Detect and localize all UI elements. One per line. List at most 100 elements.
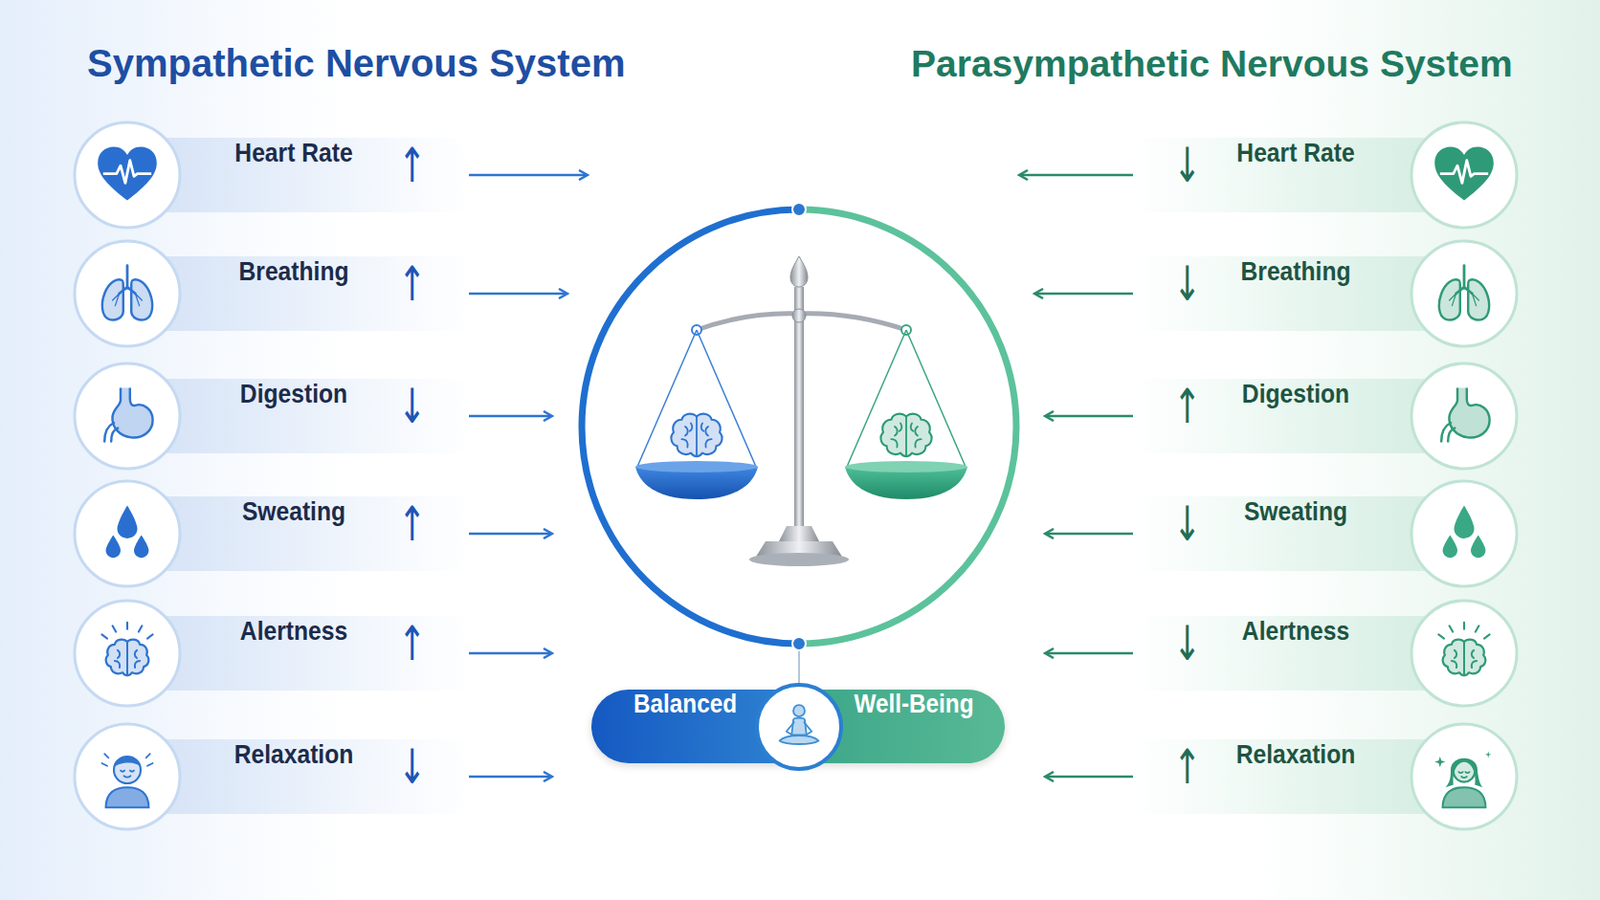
icon-circle xyxy=(1411,724,1517,830)
effect-label: Breathing xyxy=(1211,256,1380,332)
effect-row: ↑Digestion xyxy=(1129,378,1445,454)
leader-line xyxy=(798,650,800,690)
heart-icon xyxy=(97,147,157,201)
effect-row: Alertness ↑ xyxy=(164,616,471,691)
lungs-icon xyxy=(1439,266,1489,321)
balance-ring xyxy=(581,209,800,645)
icon-circle xyxy=(1411,241,1517,347)
icon-circle xyxy=(1411,600,1517,707)
scale-finial xyxy=(790,256,808,288)
effect-label: Sweating xyxy=(213,496,374,572)
sweat-icon xyxy=(106,506,150,559)
scale-pan-rim xyxy=(844,461,968,473)
icon-circle xyxy=(74,481,180,587)
scale-pivot xyxy=(792,309,806,323)
alert-brain-icon xyxy=(1438,622,1489,676)
direction-arrow: ↑ xyxy=(398,256,425,332)
person-icon xyxy=(1434,751,1492,808)
effect-row: Breathing ↑ xyxy=(164,256,471,332)
direction-arrow: ↑ xyxy=(398,616,425,691)
pointer-arrow xyxy=(468,292,567,296)
scale-string xyxy=(846,330,966,467)
effect-label: Sweating xyxy=(1211,496,1380,572)
effect-row: ↑Relaxation xyxy=(1129,739,1445,815)
effect-row: ↓Alertness xyxy=(1129,616,1445,691)
icon-circle xyxy=(74,363,180,469)
direction-arrow: ↑ xyxy=(1173,378,1200,454)
icon-circle xyxy=(1411,122,1517,228)
stomach-icon xyxy=(1441,388,1489,443)
person-icon xyxy=(101,754,153,808)
effect-label: Alertness xyxy=(213,616,374,691)
effect-row: Relaxation ↓ xyxy=(164,739,471,815)
direction-arrow: ↓ xyxy=(398,739,425,815)
icon-circle xyxy=(1411,363,1517,469)
pointer-arrows-left xyxy=(468,175,587,778)
brain-icon xyxy=(670,414,722,458)
effect-row: ↓Sweating xyxy=(1129,496,1445,572)
effect-row: Heart Rate ↑ xyxy=(164,137,471,213)
direction-arrow: ↑ xyxy=(398,137,425,213)
lungs-icon xyxy=(102,266,153,321)
icon-circle xyxy=(1411,481,1517,587)
pointer-arrow xyxy=(468,174,587,178)
pointer-arrow xyxy=(1045,776,1134,779)
pointer-arrow xyxy=(468,776,552,779)
brain-icon xyxy=(880,414,932,458)
pointer-arrow xyxy=(468,652,552,656)
effect-row: ↓Heart Rate xyxy=(1129,137,1445,213)
alert-brain-icon xyxy=(101,622,153,676)
icon-circles-right xyxy=(1411,122,1517,830)
sweat-icon xyxy=(1443,506,1487,559)
pointer-arrows-right xyxy=(1020,175,1134,778)
effect-label: Breathing xyxy=(213,256,374,332)
heart-icon xyxy=(1434,147,1494,201)
direction-arrow: ↑ xyxy=(398,496,425,572)
effect-row: Sweating ↑ xyxy=(164,496,471,572)
balance-scale xyxy=(635,256,968,567)
pill-label: Well-Being xyxy=(841,689,988,764)
direction-arrow: ↓ xyxy=(1173,616,1200,691)
pointer-arrow xyxy=(1045,415,1134,419)
direction-arrow: ↓ xyxy=(1173,496,1200,572)
effect-label: Heart Rate xyxy=(1211,137,1380,213)
effect-label: Digestion xyxy=(1211,378,1380,454)
effect-label: Digestion xyxy=(213,378,374,454)
scale-pan-rim xyxy=(635,461,758,473)
pointer-arrow xyxy=(1020,174,1134,178)
effect-row: ↓Breathing xyxy=(1129,256,1445,332)
ring-dot xyxy=(792,637,806,651)
icon-circle xyxy=(74,724,180,830)
scale-base xyxy=(778,526,820,542)
pointer-arrow xyxy=(468,533,552,536)
ring-dot xyxy=(792,202,806,217)
effect-label: Relaxation xyxy=(213,739,374,815)
icon-circle xyxy=(74,122,180,228)
direction-arrow: ↑ xyxy=(1173,739,1200,815)
direction-arrow: ↓ xyxy=(1173,256,1200,332)
stomach-icon xyxy=(104,388,153,443)
pointer-arrow xyxy=(1035,292,1134,296)
effect-label: Relaxation xyxy=(1211,739,1380,815)
icon-circles-left xyxy=(74,122,180,830)
meditation-icon xyxy=(779,705,820,745)
pointer-arrow xyxy=(468,415,552,419)
panel-title: Sympathetic Nervous System xyxy=(87,42,625,86)
effect-label: Alertness xyxy=(1211,616,1380,691)
scale-pole xyxy=(794,287,804,529)
scale-string xyxy=(637,330,756,467)
pill-icon-circle xyxy=(756,685,842,770)
icon-circle xyxy=(74,241,180,347)
balance-pill: Balanced Well-Being xyxy=(591,689,1005,764)
effect-label: Heart Rate xyxy=(213,137,374,213)
icon-circle xyxy=(74,600,180,707)
pointer-arrow xyxy=(1045,652,1134,656)
direction-arrow: ↓ xyxy=(1173,137,1200,213)
pill-label: Balanced xyxy=(607,689,763,764)
effect-row: Digestion↓ xyxy=(164,378,471,454)
balance-ring xyxy=(799,209,1017,645)
scale-base xyxy=(749,553,849,567)
pointer-arrow xyxy=(1045,533,1134,536)
